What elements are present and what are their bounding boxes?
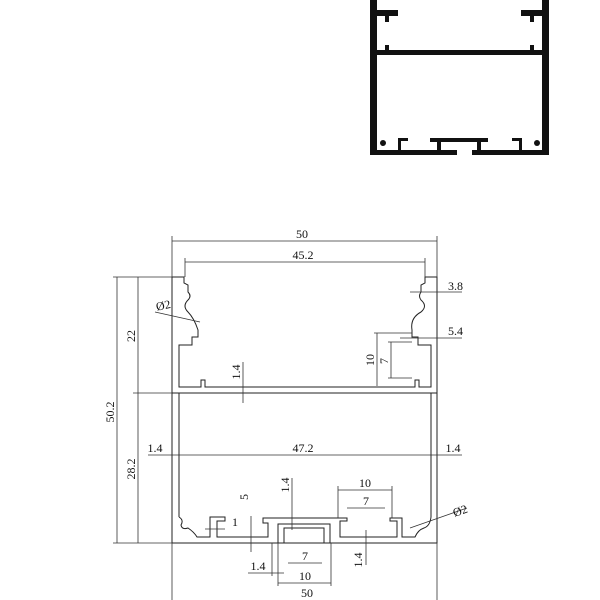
dim-divider-thickness: 1.4: [229, 365, 243, 380]
dim-overall-width-bottom: 50: [301, 586, 313, 600]
dim-slot-outer: 10: [363, 354, 377, 366]
dim-wall-right: 1.4: [446, 441, 461, 455]
dim-wall-left: 1.4: [148, 441, 163, 455]
dim-lip-1: 1: [232, 515, 238, 529]
dim-groove-bottom: Ø2: [451, 502, 470, 520]
dimension-lines: [113, 236, 468, 600]
dim-inner-width-top: 45.2: [293, 248, 314, 262]
dim-lip-width: 3.8: [448, 279, 463, 293]
dim-upper-height: 22: [124, 330, 138, 342]
dim-lower-height: 28.2: [124, 459, 138, 480]
dim-overall-width-top: 50: [296, 227, 308, 241]
dim-center-wall: 1.4: [251, 559, 266, 573]
dim-center-channel-inner: 7: [302, 549, 308, 563]
dim-slot-width: 5.4: [448, 324, 463, 338]
dim-right-channel-inner: 7: [363, 494, 369, 508]
dim-total-height: 50.2: [103, 402, 117, 423]
profile-section-view: [370, 0, 549, 155]
dim-slot-inner: 7: [377, 358, 391, 364]
dimension-labels: 50 45.2 3.8 Ø2 22 50.2 5.4 10 7 1.4 1.4 …: [103, 227, 469, 600]
dim-right-channel-outer: 10: [359, 476, 371, 490]
dim-bottom-thickness: 1.4: [351, 553, 365, 568]
dim-step-height: 5: [237, 494, 251, 500]
profile-outline: [171, 276, 438, 544]
dim-groove-top: Ø2: [155, 297, 172, 314]
dim-center-channel-outer: 10: [299, 569, 311, 583]
dim-inner-width-bottom: 47.2: [293, 441, 314, 455]
dim-center-thickness: 1.4: [278, 478, 292, 493]
